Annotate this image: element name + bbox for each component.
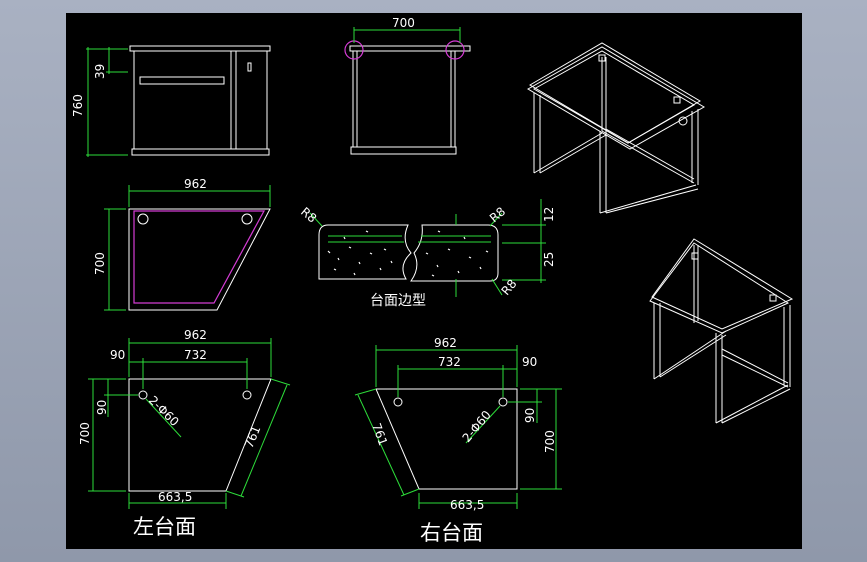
left-depth-dim: 700 bbox=[78, 422, 92, 445]
edge-thickness-dim: 12 bbox=[542, 207, 556, 222]
right-top-caption: 右台面 bbox=[420, 521, 483, 545]
right-hole-depth-dim: 90 bbox=[523, 408, 537, 423]
left-overall-dim: 962 bbox=[184, 328, 207, 342]
left-top-caption: 左台面 bbox=[133, 515, 196, 539]
left-top-view bbox=[88, 338, 291, 509]
right-top-view bbox=[354, 345, 562, 509]
right-bottom-dim: 663,5 bbox=[450, 498, 484, 512]
top-view bbox=[104, 185, 271, 311]
top-width-dim: 962 bbox=[184, 177, 207, 191]
right-depth-dim: 700 bbox=[543, 430, 557, 453]
left-holes-dim: 2-Φ60 bbox=[146, 393, 182, 429]
side-view bbox=[344, 27, 471, 155]
edge-profile bbox=[309, 199, 546, 297]
left-bottom-dim: 663,5 bbox=[158, 490, 192, 504]
front-height-dim: 760 bbox=[71, 94, 85, 117]
right-holes-dim: 2-Φ60 bbox=[460, 408, 494, 445]
left-hole-span-dim: 732 bbox=[184, 348, 207, 362]
isometric-view-lower bbox=[649, 238, 794, 424]
left-hole-depth-dim: 90 bbox=[95, 400, 109, 415]
edge-radius-dim: R8 bbox=[487, 204, 508, 225]
front-top-offset-dim: 39 bbox=[93, 64, 107, 79]
side-width-dim: 700 bbox=[392, 16, 415, 30]
cad-canvas[interactable]: 760 39 700 962 700 bbox=[66, 13, 802, 549]
isometric-view-upper bbox=[527, 42, 705, 214]
right-slant-dim: 761 bbox=[369, 421, 390, 447]
right-hole-offset-dim: 90 bbox=[522, 355, 537, 369]
right-overall-dim: 962 bbox=[434, 336, 457, 350]
edge-thickness-dim: 25 bbox=[542, 252, 556, 267]
edge-radius-dim: R8 bbox=[298, 205, 319, 226]
left-hole-offset-dim: 90 bbox=[110, 348, 125, 362]
right-hole-span-dim: 732 bbox=[438, 355, 461, 369]
edge-profile-caption: 台面边型 bbox=[370, 293, 426, 309]
drawing-svg: 760 39 700 962 700 bbox=[71, 16, 794, 545]
top-depth-dim: 700 bbox=[93, 252, 107, 275]
front-view bbox=[86, 45, 271, 157]
left-slant-dim: 761 bbox=[242, 424, 264, 450]
